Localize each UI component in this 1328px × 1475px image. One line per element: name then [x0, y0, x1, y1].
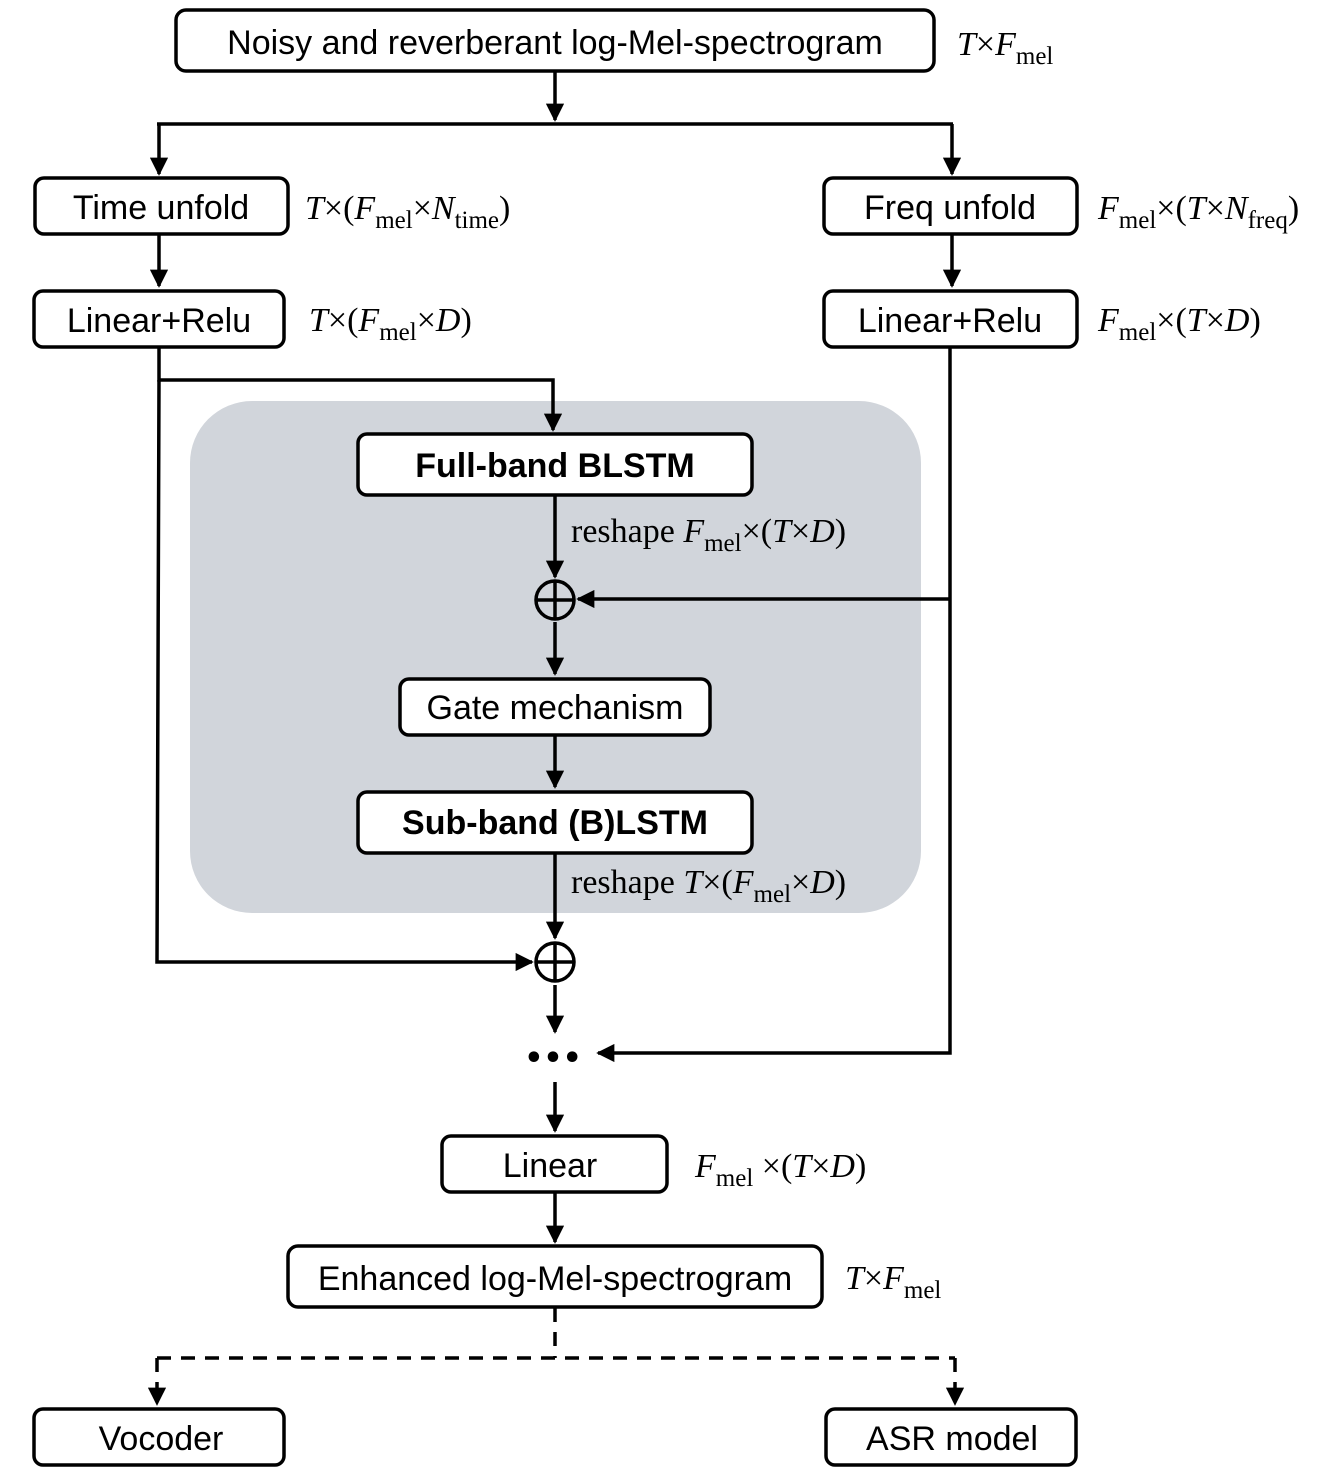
time-unfold-label: Time unfold [73, 189, 249, 227]
dim-enhanced: T×Fmel [845, 1260, 941, 1304]
input-spectrogram-label: Noisy and reverberant log-Mel-spectrogra… [227, 24, 883, 62]
repeat-ellipsis: ••• [524, 1041, 582, 1076]
arrow-linear-to-fullband [157, 347, 563, 432]
gate-mechanism-label: Gate mechanism [427, 689, 684, 727]
sum-node-1 [534, 579, 576, 621]
vocoder-box: Vocoder [32, 1407, 286, 1467]
freq-unfold-label: Freq unfold [864, 189, 1036, 227]
dim-linear-relu-right: Fmel×(T×D) [1097, 302, 1261, 346]
dim-freq-unfold: Fmel×(T×Nfreq) [1097, 190, 1299, 234]
asr-model-label: ASR model [866, 1420, 1038, 1458]
arrow-skip-to-sum2 [155, 379, 534, 972]
fullband-blstm-label: Full-band BLSTM [415, 447, 695, 485]
subband-lstm-label: Sub-band (B)LSTM [402, 804, 708, 842]
linear-box: Linear [440, 1134, 669, 1194]
linear-relu-left-box: Linear+Relu [32, 289, 286, 349]
asr-model-box: ASR model [824, 1407, 1078, 1467]
gate-mechanism-box: Gate mechanism [398, 677, 712, 737]
time-unfold-box: Time unfold [33, 176, 290, 236]
dim-reshape-2: reshape T×(Fmel×D) [571, 864, 846, 908]
subband-lstm-box: Sub-band (B)LSTM [356, 790, 754, 855]
arrow-right-to-ellipsis [596, 347, 952, 1063]
freq-unfold-box: Freq unfold [822, 176, 1079, 236]
vocoder-label: Vocoder [99, 1420, 224, 1458]
linear-relu-right-box: Linear+Relu [822, 289, 1079, 349]
enhanced-spectrogram-box: Enhanced log-Mel-spectrogram [286, 1244, 824, 1309]
dim-input: T×Fmel [957, 26, 1053, 70]
dim-linear: Fmel ×(T×D) [694, 1148, 866, 1192]
linear-relu-left-label: Linear+Relu [67, 302, 251, 340]
linear-relu-right-label: Linear+Relu [858, 302, 1042, 340]
enhanced-spectrogram-label: Enhanced log-Mel-spectrogram [318, 1260, 792, 1298]
input-spectrogram-box: Noisy and reverberant log-Mel-spectrogra… [174, 8, 936, 73]
dim-time-unfold: T×(Fmel×Ntime) [305, 190, 510, 234]
dim-reshape-1: reshape Fmel×(T×D) [571, 513, 846, 557]
dim-linear-relu-left: T×(Fmel×D) [309, 302, 472, 346]
fullband-blstm-box: Full-band BLSTM [356, 432, 754, 497]
sum-node-2 [534, 941, 576, 983]
connectors [147, 72, 965, 1406]
linear-label: Linear [503, 1147, 598, 1185]
